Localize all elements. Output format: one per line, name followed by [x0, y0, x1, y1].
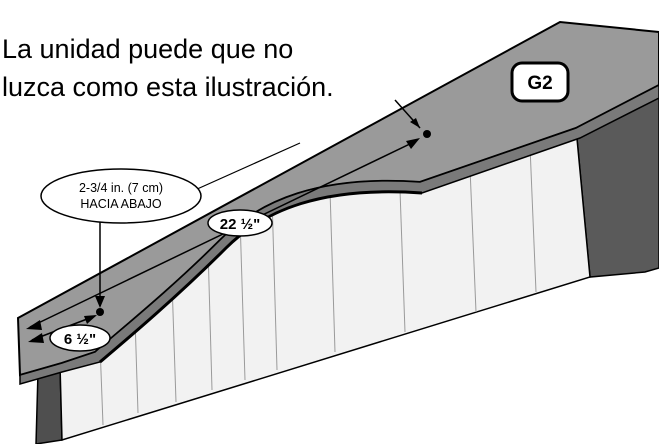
- measurement-arrowhead-side-right: [84, 315, 97, 324]
- shade-pleats: [99, 145, 537, 426]
- width-side-label: 6 ½": [64, 331, 96, 348]
- drop-callout-line1: 2-3/4 in. (7 cm): [79, 181, 163, 195]
- measurement-arrowhead-left-top: [26, 320, 42, 330]
- width-total-label: 22 ½": [220, 216, 260, 233]
- measurement-arrowhead-right: [406, 138, 420, 149]
- measurement-arrowhead-left-bottom: [28, 333, 44, 343]
- width-side-badge: [49, 324, 111, 352]
- note-leader-arrowhead: [410, 118, 420, 128]
- mounting-dot-right: [423, 130, 431, 138]
- drop-callout-bubble: [40, 168, 202, 224]
- drop-callout-arrowhead: [95, 296, 105, 308]
- note-line-2: luzca como esta ilustración.: [2, 72, 334, 102]
- mounting-dot-left: [96, 308, 104, 316]
- valance-curve-edge: [99, 190, 423, 364]
- note-line-1: La unidad puede que no: [2, 34, 294, 64]
- drop-callout-connector: [194, 142, 301, 191]
- width-total-badge: [207, 209, 273, 237]
- part-label-box: [510, 61, 570, 103]
- part-label-text: G2: [527, 73, 552, 94]
- drop-callout-line2: HACIA ABAJO: [80, 197, 162, 211]
